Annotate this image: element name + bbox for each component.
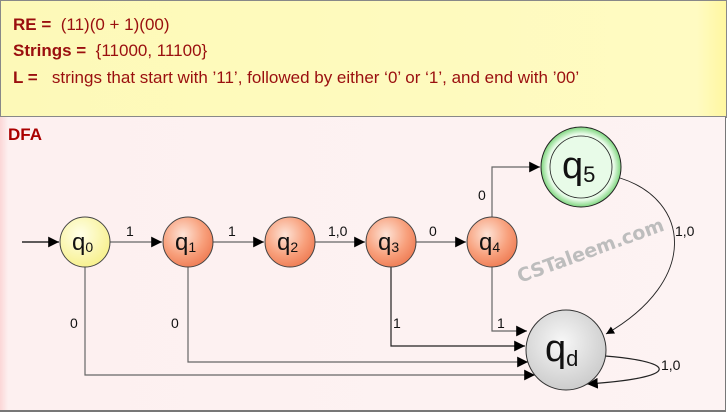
language-key: L = — [13, 68, 43, 87]
edge-label-q1-q2: 1 — [228, 223, 236, 239]
edge-q1-qd — [187, 267, 528, 368]
svg-text:q0: q0 — [72, 229, 93, 256]
definition-panel: RE = (11)(0 + 1)(00) Strings = {11000, 1… — [0, 0, 727, 118]
state-q4: q4 — [466, 216, 518, 268]
svg-text:q4: q4 — [479, 229, 500, 256]
edge-label-qd-self: 1,0 — [661, 357, 681, 373]
edge-q5-qd — [605, 177, 675, 335]
re-key: RE = — [13, 15, 56, 34]
edge-q4-q5 — [491, 161, 540, 217]
edge-label-q3-q4: 0 — [429, 223, 437, 239]
state-q2: q2 — [264, 216, 316, 268]
dfa-title: DFA — [8, 125, 42, 144]
watermark: CSTaleem.com — [514, 214, 667, 288]
strings-line: Strings = {11000, 11100} — [13, 41, 207, 61]
regular-expression-line: RE = (11)(0 + 1)(00) — [13, 15, 170, 35]
strings-key: Strings = — [13, 41, 91, 60]
language-line: L = strings that start with ’11’, follow… — [13, 68, 579, 88]
edge-label-q4-q5: 0 — [478, 187, 486, 203]
language-value: strings that start with ’11’, followed b… — [42, 68, 580, 87]
edge-label-q1-qd: 0 — [171, 315, 179, 331]
state-qd-dead: qd — [525, 309, 607, 391]
edge-label-q5-qd: 1,0 — [675, 223, 695, 239]
svg-text:qd: qd — [545, 328, 578, 371]
state-q1: q1 — [162, 216, 214, 268]
edge-qd-self-loop — [586, 355, 660, 389]
state-q3: q3 — [365, 216, 417, 268]
edge-q4-qd — [491, 267, 527, 337]
svg-text:q1: q1 — [175, 229, 196, 256]
strings-value: {11000, 11100} — [90, 41, 208, 60]
edge-label-q0-q1: 1 — [126, 223, 134, 239]
state-q5-accepting: q5 — [540, 126, 622, 208]
svg-text:q3: q3 — [378, 229, 399, 256]
re-value: (11)(0 + 1)(00) — [56, 15, 170, 34]
edge-label-q4-qd: 1 — [497, 315, 505, 331]
state-q0: q0 — [59, 216, 111, 268]
edge-q0-qd — [84, 267, 535, 381]
edge-label-q3-qd: 1 — [393, 315, 401, 331]
edge-label-q0-qd: 0 — [70, 315, 78, 331]
svg-text:q2: q2 — [277, 229, 298, 256]
svg-text:q5: q5 — [562, 145, 595, 187]
edge-label-q2-q3: 1,0 — [328, 223, 348, 239]
edge-q3-qd — [390, 267, 525, 352]
